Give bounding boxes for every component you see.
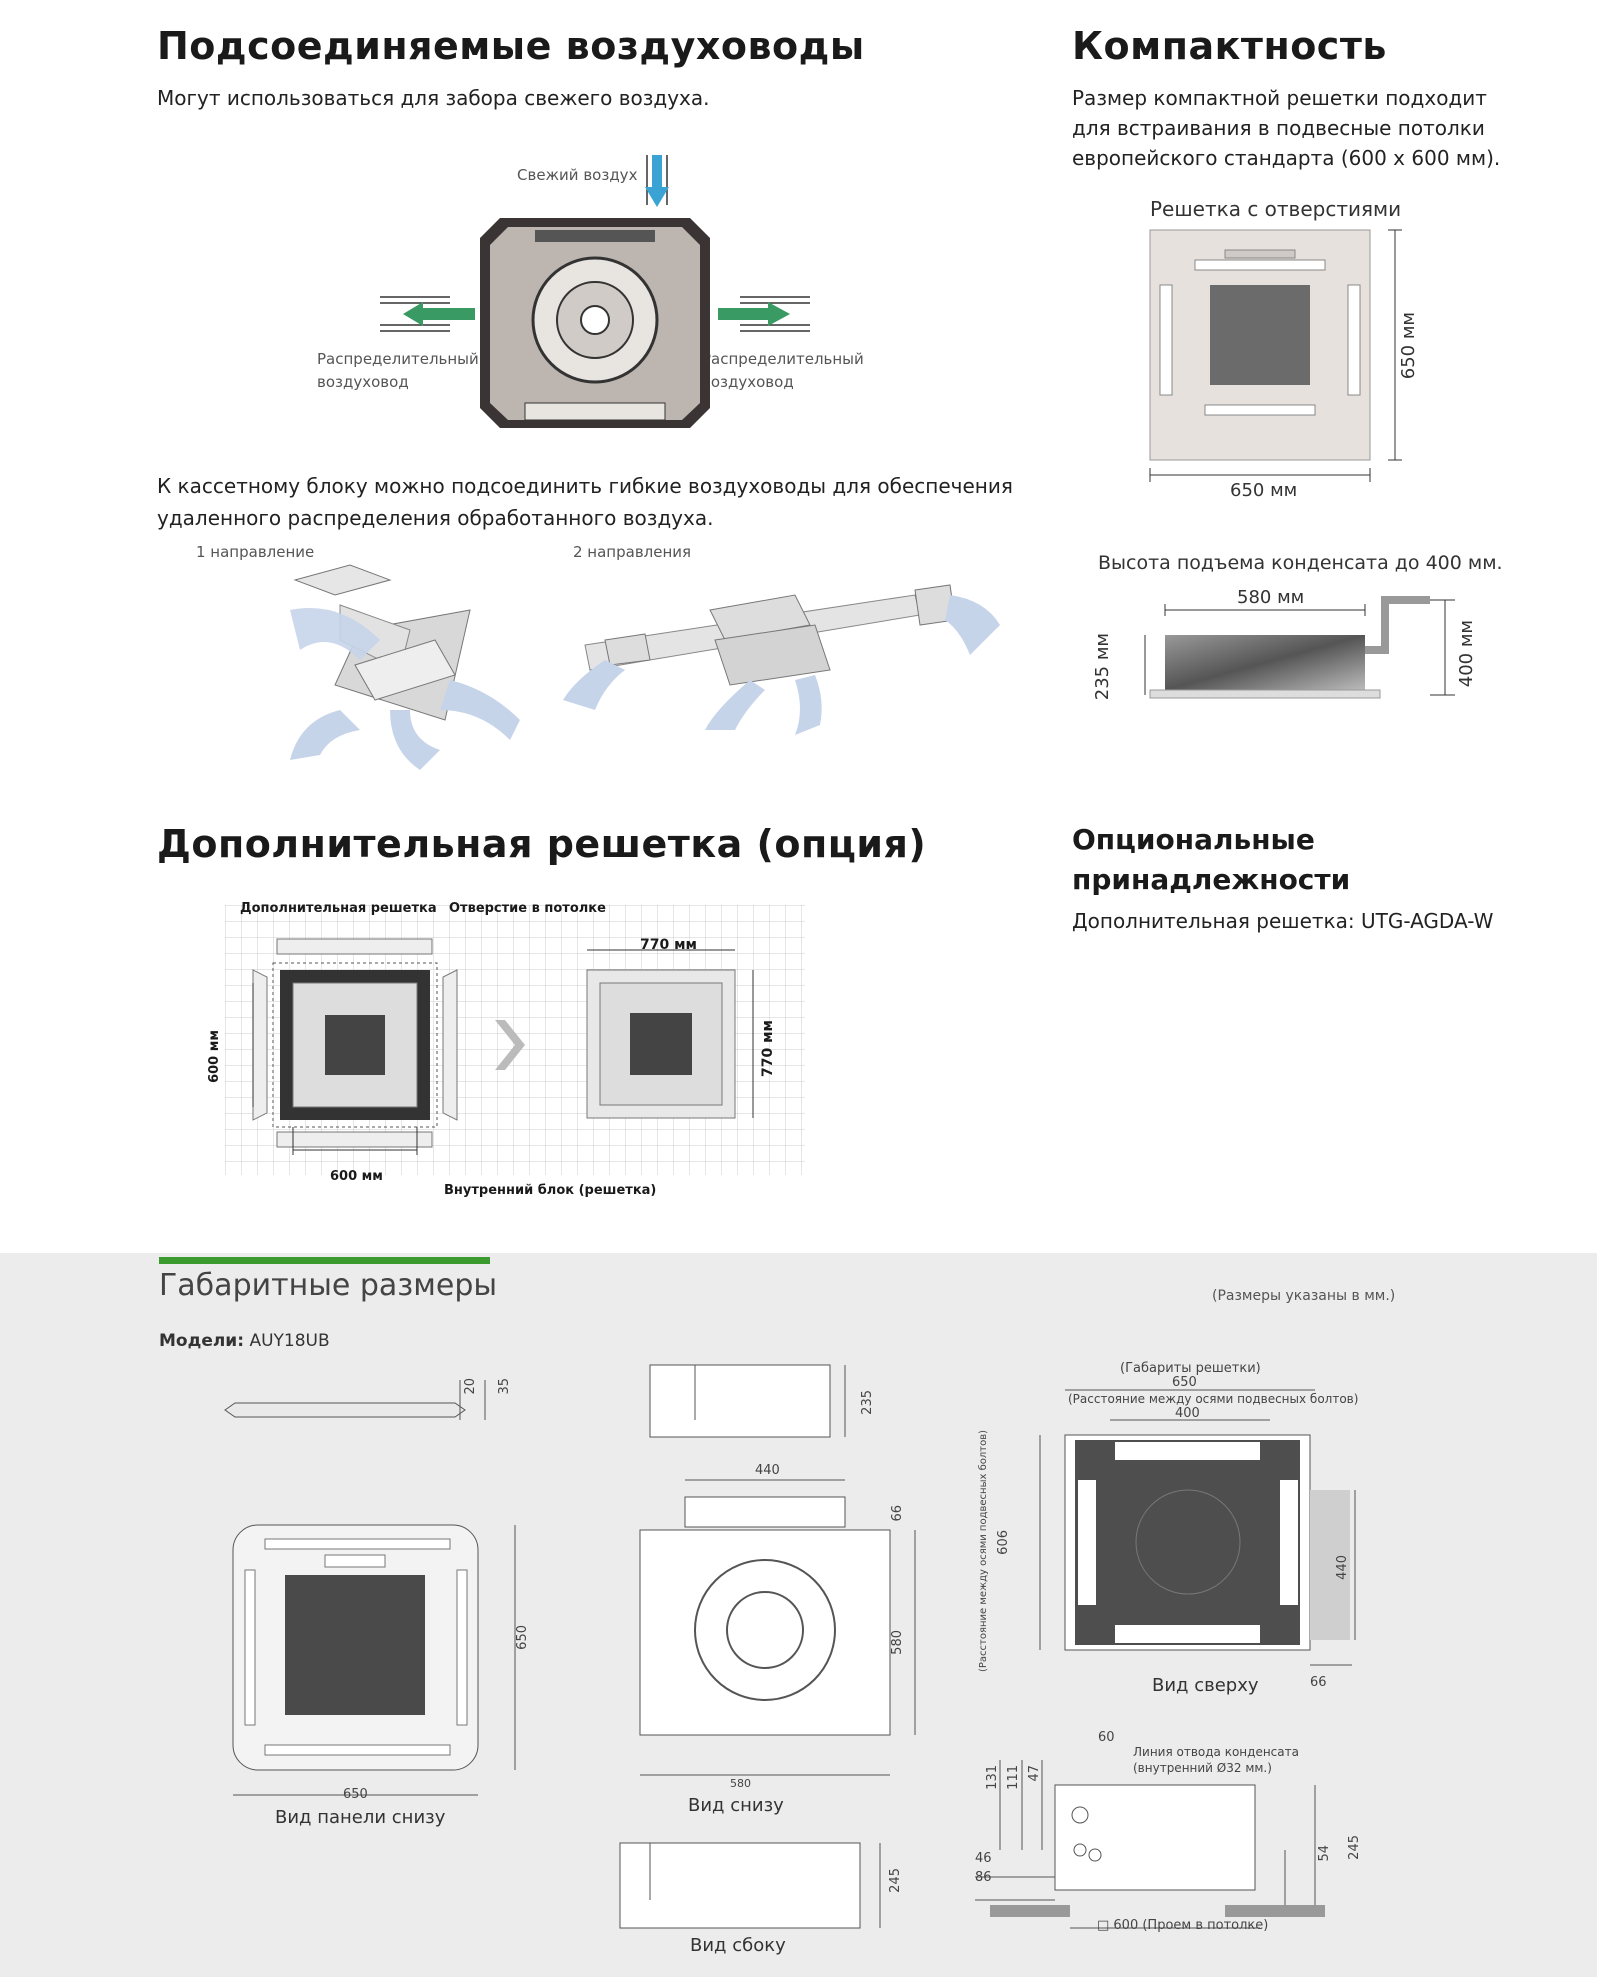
dimensions-note: (Размеры указаны в мм.) (1212, 1288, 1396, 1304)
drain-line-label: Линия отвода конденсата(внутренний Ø32 м… (1133, 1745, 1299, 1775)
top-view-drawing (1039, 1389, 1356, 1666)
dim-drain-245: 245 (1347, 1835, 1362, 1860)
section-accent-bar (159, 1257, 490, 1264)
condensate-width-label: 580 мм (1237, 587, 1305, 608)
dim-235: 235 (860, 1390, 875, 1415)
dim-770-vertical: 770 мм (760, 1020, 776, 1077)
bottom-caption: Вид снизу (688, 1795, 784, 1816)
one-direction-diagram (290, 564, 520, 770)
side-caption: Вид сбоку (690, 1935, 786, 1956)
bolt-distance-vertical-label: (Расстояние между осями подвесных болтов… (978, 1430, 989, 1673)
panel-caption: Вид панели снизу (275, 1807, 446, 1828)
dim-600-vertical: 600 мм (207, 1030, 222, 1083)
extra-grille-diagram (225, 905, 805, 1175)
ducts-title: Подсоединяемые воздуховоды (157, 24, 865, 68)
panel-side-drawing (224, 1380, 486, 1420)
dim-650-w: 650 (343, 1787, 368, 1802)
cassette-top-diagram (380, 155, 810, 428)
extra-grille-title: Дополнительная решетка (опция) (157, 822, 927, 866)
grille-width-label: 650 мм (1230, 480, 1298, 501)
dim-side-245: 245 (888, 1868, 903, 1893)
dim-35: 35 (497, 1378, 512, 1395)
dim-600-horizontal: 600 мм (330, 1169, 383, 1184)
dim-650-h: 650 (515, 1625, 530, 1650)
ceiling-opening-label: □ 600 (Проем в потолке) (1097, 1918, 1269, 1933)
dim-111: 111 (1006, 1765, 1021, 1790)
two-direction-diagram (563, 584, 1000, 735)
condensate-drawing (1144, 596, 1455, 699)
dim-440: 440 (755, 1463, 780, 1478)
grille-size-label: (Габариты решетки) (1120, 1361, 1261, 1376)
dim-top-440: 440 (1335, 1555, 1350, 1580)
dim-54: 54 (1317, 1845, 1332, 1862)
unit-bottom-drawing (639, 1479, 916, 1776)
unit-side-small (649, 1364, 846, 1438)
dim-top-66: 66 (1310, 1675, 1327, 1690)
condensate-height-left-label: 235 мм (1092, 633, 1113, 701)
dim-top-606: 606 (996, 1530, 1011, 1555)
model-line: Модели: AUY18UB (159, 1331, 330, 1351)
fresh-air-label: Свежий воздух (517, 166, 638, 184)
dim-86: 86 (975, 1870, 992, 1885)
dim-47: 47 (1027, 1765, 1042, 1782)
dim-770-horizontal: 770 мм (640, 937, 697, 953)
two-direction-label: 2 направления (573, 543, 692, 561)
one-direction-label: 1 направление (196, 543, 315, 561)
bolt-distance-label: (Расстояние между осями подвесных болтов… (1068, 1392, 1359, 1406)
drain-drawing (975, 1760, 1325, 1929)
unit-side-drawing (619, 1842, 881, 1929)
grille-drawing (1149, 229, 1402, 482)
dim-580-v: 580 (890, 1630, 905, 1655)
top-caption: Вид сверху (1152, 1675, 1259, 1696)
dimensions-title: Габаритные размеры (159, 1268, 498, 1303)
dim-20: 20 (463, 1378, 478, 1395)
panel-bottom-drawing (232, 1524, 516, 1796)
condensate-label: Высота подъема конденсата до 400 мм. (1098, 552, 1503, 574)
dim-60: 60 (1098, 1730, 1115, 1745)
options-text: Дополнительная решетка: UTG-AGDA-W (1072, 909, 1494, 933)
dim-top-400: 400 (1175, 1406, 1200, 1421)
dim-46: 46 (975, 1851, 992, 1866)
inner-unit-label: Внутренний блок (решетка) (444, 1183, 657, 1198)
dim-top-650: 650 (1172, 1375, 1197, 1390)
ducts-body: К кассетному блоку можно подсоединить ги… (157, 474, 1013, 530)
grille-height-label: 650 мм (1398, 312, 1419, 380)
ducts-subtitle: Могут использоваться для забора свежего … (157, 86, 710, 110)
dim-131: 131 (985, 1765, 1000, 1790)
extra-grille-label: Дополнительная решетка (240, 901, 437, 916)
dim-580-h: 580 (730, 1777, 751, 1790)
compact-title: Компактность (1072, 24, 1387, 68)
condensate-height-right-label: 400 мм (1456, 620, 1477, 688)
grille-label: Решетка с отверстиями (1150, 197, 1402, 221)
ceiling-hole-label: Отверстие в потолке (449, 901, 606, 916)
